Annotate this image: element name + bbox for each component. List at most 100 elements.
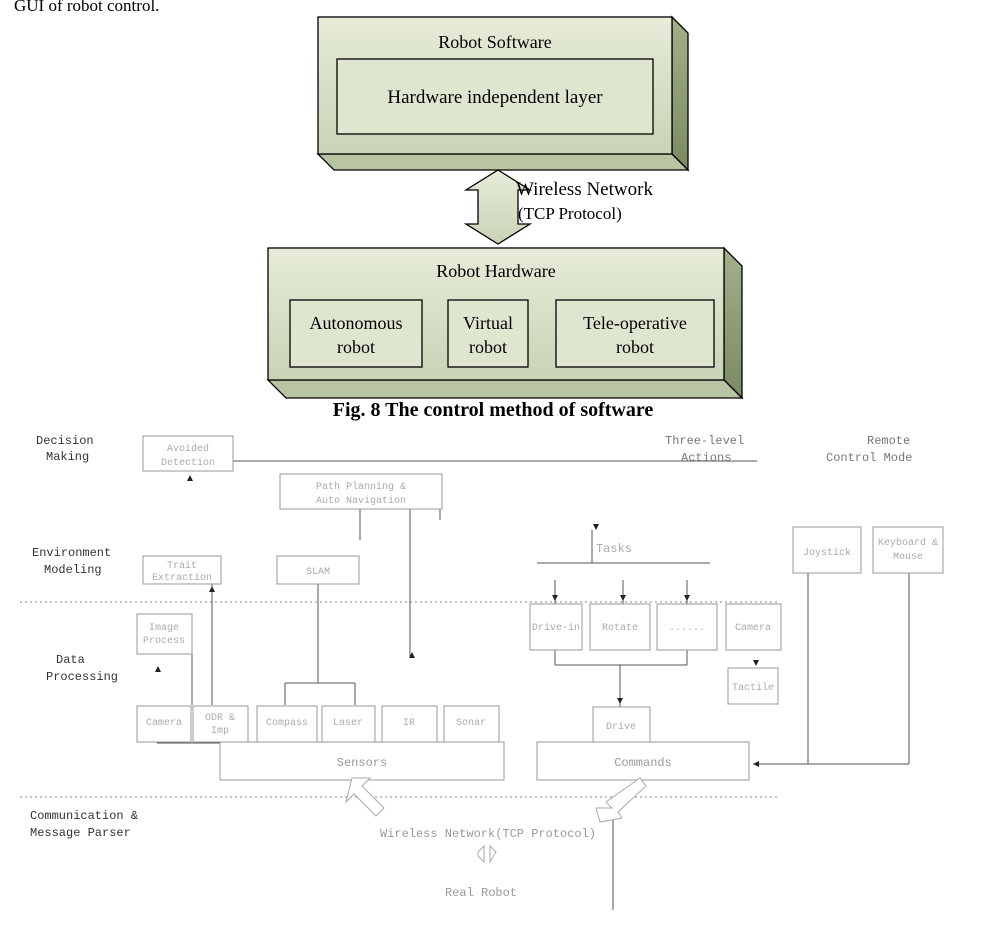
odr-text-2: Imp	[211, 726, 229, 737]
teleop-robot-box	[555, 299, 715, 368]
dots-text: ......	[669, 623, 705, 634]
odr-box	[192, 705, 249, 743]
virtual-line1: Virtual	[463, 313, 513, 333]
remote-label-2: Control Mode	[826, 451, 912, 465]
camera-left-text: Camera	[146, 718, 182, 729]
keyboard-text-2: Mouse	[893, 552, 923, 563]
sensors-text: Sensors	[337, 756, 387, 770]
arrow-ir	[409, 652, 415, 658]
env-label-2: Modeling	[44, 563, 102, 577]
data-label-1: Data	[56, 653, 85, 667]
three-level-label-1: Three-level	[665, 434, 744, 448]
commands-box	[536, 741, 750, 781]
sensor-hollow-arrow-icon	[345, 777, 385, 817]
data-label-2: Processing	[46, 670, 118, 684]
robot-software-block: Robot Software Hardware independent laye…	[316, 15, 690, 172]
teleop-line1: Tele-operative	[583, 313, 687, 333]
hardware-title: Robot Hardware	[436, 261, 555, 281]
double-arrow-icon	[463, 169, 533, 245]
rotate-box	[589, 603, 651, 651]
wireless-small-arrow-icon	[477, 844, 485, 864]
drivein-text: Drive-in	[532, 622, 580, 634]
arrow-trait	[209, 586, 215, 592]
teleop-line2: robot	[616, 337, 654, 357]
fig9-boxes	[136, 435, 944, 781]
fig9-box-text: Avoided Detection Path Planning & Auto N…	[143, 443, 938, 737]
tactile-text: Tactile	[732, 682, 774, 694]
three-level-label-2: Actions	[681, 451, 731, 465]
arrow-tactile	[753, 660, 759, 666]
laser-box	[321, 705, 376, 743]
avoided-text-1: Avoided	[167, 443, 209, 455]
path-text-1: Path Planning &	[316, 481, 406, 493]
joystick-box	[792, 526, 862, 574]
tasks-text: Tasks	[596, 542, 632, 556]
autonomous-line1: Autonomous	[309, 313, 402, 333]
arrow-avoided	[187, 475, 193, 481]
comm-label-2: Message Parser	[30, 826, 131, 840]
real-robot-text: Real Robot	[445, 886, 517, 900]
fig9-right-labels: Three-level Actions Remote Control Mode	[665, 434, 912, 465]
arrow-image	[155, 666, 161, 672]
camera-right-box	[725, 603, 782, 651]
arrow-tasks	[593, 524, 599, 530]
arrow-drive	[617, 698, 623, 704]
independent-layer-label: Hardware independent layer	[387, 87, 603, 108]
env-label-1: Environment	[32, 546, 111, 560]
trait-text-2: Extraction	[152, 572, 212, 584]
joystick-text: Joystick	[803, 547, 851, 559]
ir-box	[381, 705, 438, 743]
fig9-left-labels: Decision Making Environment Modeling Dat…	[30, 434, 138, 840]
path-text-2: Auto Navigation	[316, 495, 406, 507]
image-box	[136, 613, 193, 655]
sensors-box	[219, 741, 505, 781]
avoided-text-2: Detection	[161, 457, 215, 469]
image-text-2: Process	[143, 636, 185, 647]
command-hollow-arrow-icon	[595, 777, 647, 823]
compass-text: Compass	[266, 718, 308, 729]
software-title: Robot Software	[438, 32, 551, 52]
network-line2: (TCP Protocol)	[518, 204, 622, 223]
camera-right-text: Camera	[735, 623, 771, 634]
autonomous-line2: robot	[337, 337, 375, 357]
rotate-text: Rotate	[602, 623, 638, 634]
fig9-large-text: Sensors Commands Wireless Network(TCP Pr…	[337, 756, 672, 900]
commands-text: Commands	[614, 756, 672, 770]
dots-box	[656, 603, 718, 651]
fig8-caption: Fig. 8 The control method of software	[333, 399, 654, 421]
compass-box	[256, 705, 318, 743]
tactile-box	[727, 667, 779, 705]
camera-left-box	[136, 705, 192, 743]
arrow-drivein	[552, 595, 558, 601]
independent-layer-box	[336, 58, 654, 135]
arrow-commands	[753, 761, 759, 767]
remote-label-1: Remote	[867, 434, 910, 448]
arrow-rotate	[620, 595, 626, 601]
autonomous-robot-box	[289, 299, 423, 368]
keyboard-box	[872, 526, 944, 574]
sonar-text: Sonar	[456, 718, 486, 729]
decision-label-1: Decision	[36, 434, 94, 448]
trait-box	[142, 555, 222, 585]
drive-text: Drive	[606, 721, 636, 733]
keyboard-text-1: Keyboard &	[878, 537, 938, 549]
virtual-robot-box	[447, 299, 529, 368]
slam-box	[276, 555, 360, 585]
virtual-line2: robot	[469, 337, 507, 357]
comm-label-1: Communication &	[30, 809, 138, 823]
odr-text-1: ODR &	[205, 713, 235, 724]
wireless-text: Wireless Network(TCP Protocol)	[380, 827, 596, 841]
avoided-box	[142, 435, 234, 472]
path-box	[279, 473, 443, 510]
slam-text: SLAM	[306, 567, 330, 578]
image-text-1: Image	[149, 623, 179, 634]
wireless-small-arrow2-icon	[489, 844, 497, 864]
ir-text: IR	[403, 718, 415, 729]
trait-text-1: Trait	[167, 560, 197, 572]
fig9-hollow-arrows	[345, 777, 647, 864]
arrow-dots	[684, 595, 690, 601]
fig9-lines	[20, 460, 910, 910]
